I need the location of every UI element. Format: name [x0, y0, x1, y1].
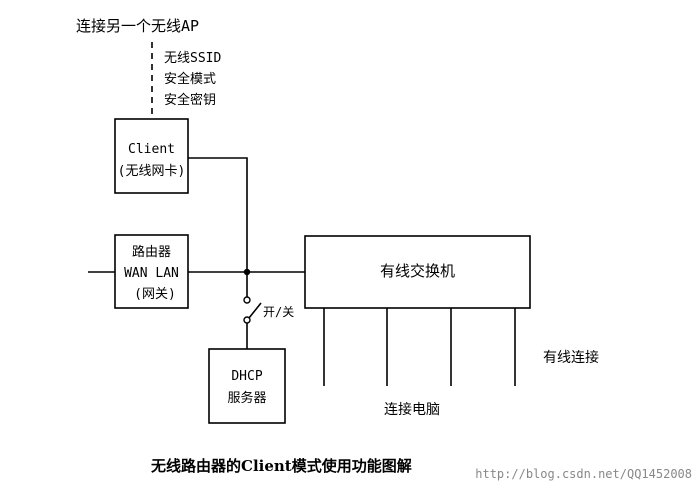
watermark: http://blog.csdn.net/QQ1452008 [475, 467, 692, 481]
security-key-label: 安全密钥 [164, 92, 216, 108]
dhcp-box-subtitle: 服务器 [227, 390, 266, 406]
dhcp-box-title: DHCP [231, 369, 262, 384]
switch-box-label: 有线交换机 [380, 262, 455, 280]
router-box [114, 234, 189, 309]
switch-toggle-label: 开/关 [263, 305, 294, 319]
switch-box [304, 235, 531, 309]
security-mode-label: 安全模式 [164, 71, 216, 87]
ssid-label: 无线SSID [164, 51, 221, 66]
diagram-caption: 无线路由器的Client模式使用功能图解 [150, 457, 412, 475]
switch-contact-top [243, 296, 251, 304]
router-box-title: 路由器 [132, 244, 171, 260]
switch-contact-bottom [243, 316, 251, 324]
client-box-subtitle: (无线网卡) [118, 164, 186, 179]
switch-lever [248, 302, 262, 319]
client-box-title: Client [128, 142, 175, 157]
router-box-ports: WAN LAN [124, 266, 179, 281]
dhcp-server-box [208, 348, 286, 424]
router-box-gateway: (网关) [134, 287, 176, 302]
connected-pcs-label: 连接电脑 [384, 401, 440, 418]
client-connector [188, 157, 248, 272]
top-label: 连接另一个无线AP [76, 17, 199, 35]
client-box [114, 118, 189, 194]
wired-connection-label: 有线连接 [543, 349, 599, 366]
